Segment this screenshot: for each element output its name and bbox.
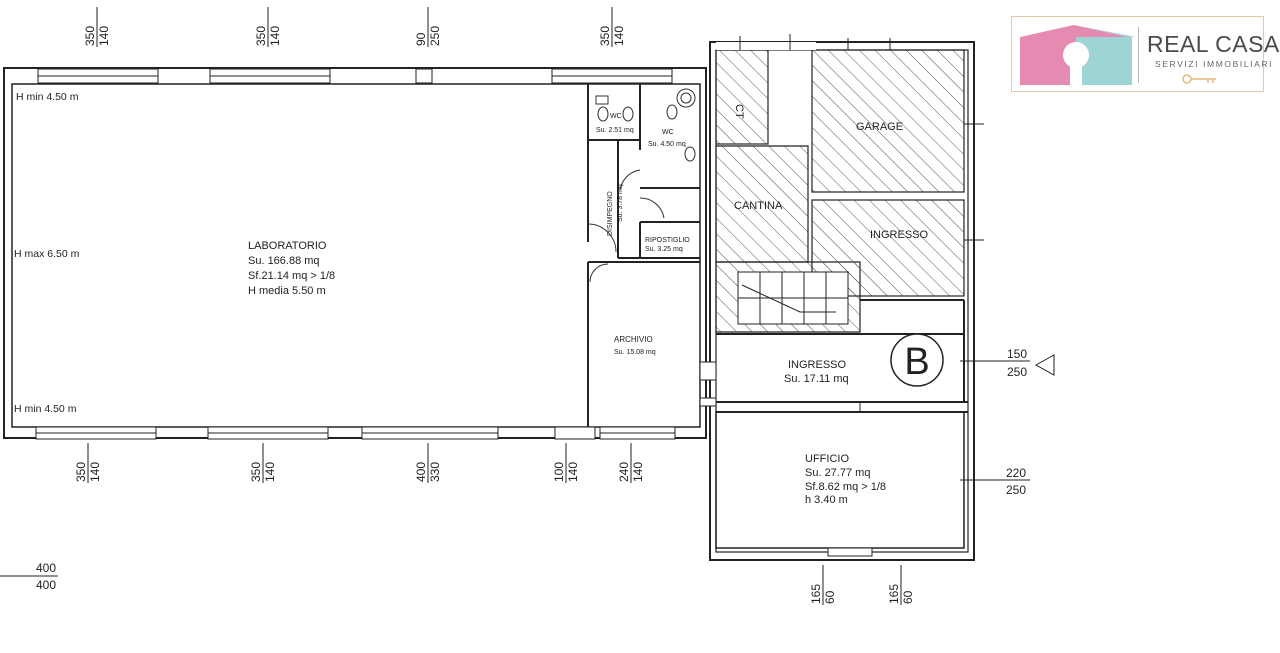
ufficio-h: h 3.40 m	[805, 494, 848, 506]
h-max: H max 6.50 m	[14, 248, 80, 260]
window-dim-width: 400	[414, 462, 428, 482]
window-dim-height: 140	[631, 462, 645, 482]
window-dim-height: 330	[428, 462, 442, 482]
ct-name: CT	[733, 104, 745, 119]
room-labels: LABORATORIO Su. 166.88 mq Sf.21.14 mq > …	[14, 91, 929, 506]
connector	[699, 361, 717, 407]
window-dim-width: 90	[414, 32, 428, 46]
window-dim-width: 350	[83, 26, 97, 46]
logo-tagline: SERVIZI IMMOBILIARI	[1155, 59, 1274, 69]
staircase	[737, 271, 849, 325]
real-casa-logo: REAL CASA SERVIZI IMMOBILIARI	[1011, 16, 1279, 92]
archivio-name: ARCHIVIO	[614, 335, 653, 344]
wc2-su: Su. 4.50 mq	[648, 141, 686, 148]
window-dim-width: 165	[887, 584, 901, 604]
archivio-su: Su. 15.08 mq	[614, 349, 656, 356]
h-min-bottom: H min 4.50 m	[14, 403, 77, 415]
key-icon	[1182, 74, 1216, 84]
ufficio-name: UFFICIO	[805, 453, 849, 465]
laboratorio-walls	[3, 67, 707, 440]
section-marker-label: B	[904, 341, 929, 383]
sanitary-fixtures	[595, 88, 696, 162]
window-dim-height: 60	[901, 590, 915, 604]
window-dim-height: 250	[428, 26, 442, 46]
window-dim-height: 140	[97, 26, 111, 46]
wc1-su: Su. 2.51 mq	[596, 127, 634, 134]
disimpegno-name: DISIMPEGNO	[607, 191, 614, 236]
cantina-name: CANTINA	[734, 200, 783, 212]
legend-dim: 400 400	[0, 561, 58, 592]
window-dim-height: 140	[88, 462, 102, 482]
laboratorio-su: Su. 166.88 mq	[248, 255, 320, 267]
wc2-name: WC	[662, 129, 674, 136]
ingresso-name: INGRESSO	[788, 359, 847, 371]
window-dim-height: 140	[268, 26, 282, 46]
ufficio-sf: Sf.8.62 mq > 1/8	[805, 481, 886, 493]
right-dims: 150 250 220 250	[960, 347, 1055, 497]
window-dim-width: 350	[249, 462, 263, 482]
service-partitions	[587, 84, 700, 427]
window-dim-width: 350	[598, 26, 612, 46]
section-marker-circle	[890, 333, 944, 387]
window-dim-height: 140	[566, 462, 580, 482]
window-dim-width: 165	[809, 584, 823, 604]
right-dim-2-a: 220	[1006, 466, 1026, 480]
window-dim-width: 100	[552, 462, 566, 482]
window-dim-height: 140	[263, 462, 277, 482]
laboratorio-name: LABORATORIO	[248, 240, 327, 252]
right-dim-1-a: 150	[1007, 347, 1027, 361]
ripostiglio-name: RIPOSTIGLIO	[645, 237, 690, 244]
ingresso-su: Su. 17.11 mq	[784, 373, 849, 385]
laboratorio-h: H media 5.50 m	[248, 285, 326, 297]
garage-name: GARAGE	[856, 121, 903, 133]
window-dim-height: 60	[823, 590, 837, 604]
logo-title: REAL CASA	[1147, 31, 1280, 57]
ripostiglio-su: Su. 3.25 mq	[645, 246, 683, 253]
legend-dim-a: 400	[36, 561, 56, 575]
right-wall-ticks	[739, 34, 984, 557]
window-dim-height: 140	[612, 26, 626, 46]
right-dim-2-b: 250	[1006, 483, 1026, 497]
window-dim-width: 240	[617, 462, 631, 482]
logo-divider	[1138, 27, 1139, 83]
window-dim-width: 350	[254, 26, 268, 46]
h-min-top: H min 4.50 m	[16, 91, 79, 103]
window-dim-width: 350	[74, 462, 88, 482]
wc1-name: WC	[610, 113, 622, 120]
right-dim-1-b: 250	[1007, 365, 1027, 379]
house-key-icon	[1020, 25, 1136, 85]
disimpegno-su: Su. 3.78 mq	[617, 184, 624, 222]
ufficio-su: Su. 27.77 mq	[805, 467, 870, 479]
ingresso-hatched-name: INGRESSO	[870, 229, 929, 241]
laboratorio-sf: Sf.21.14 mq > 1/8	[248, 270, 335, 282]
door-swings	[587, 169, 665, 283]
legend-dim-b: 400	[36, 578, 56, 592]
